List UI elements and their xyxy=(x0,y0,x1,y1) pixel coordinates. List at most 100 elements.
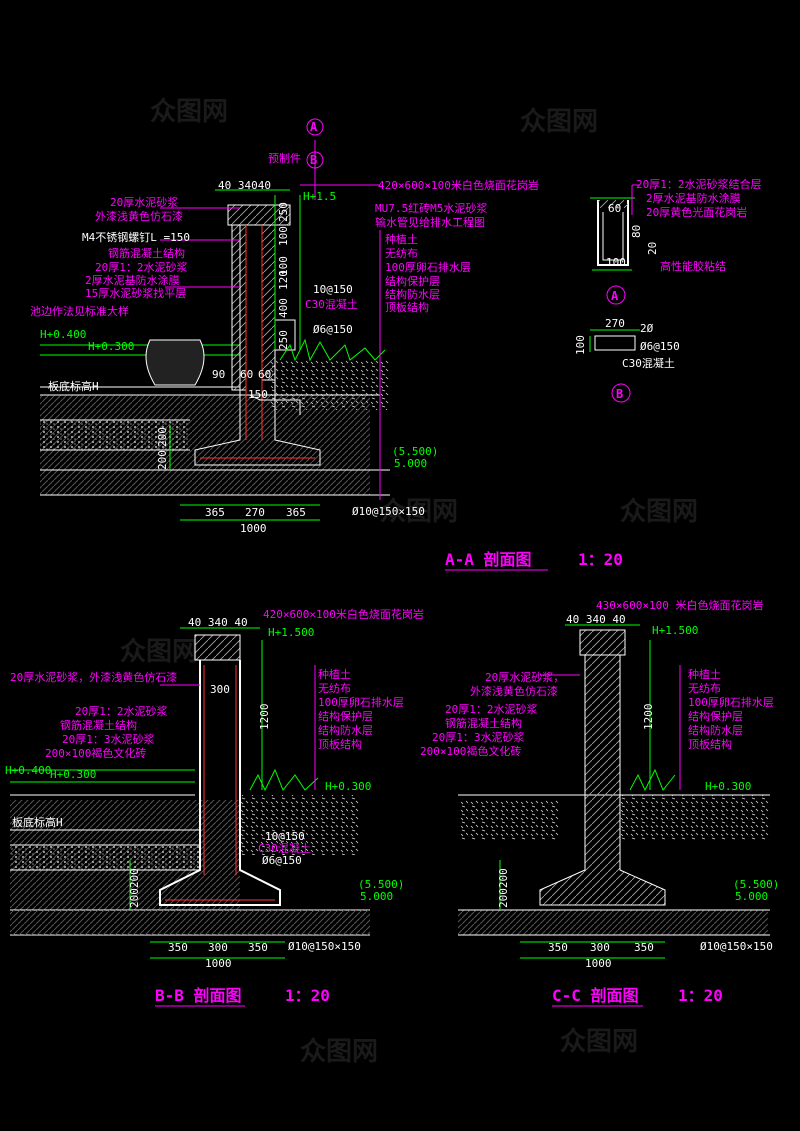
dim-90: 90 xyxy=(212,368,225,381)
bb-right-label: 无纺布 xyxy=(318,681,351,695)
dim-60a: 60 xyxy=(240,368,253,381)
bb-label: 20厚1：3水泥砂浆 xyxy=(62,732,155,746)
bb-level-1: (5.500) xyxy=(358,878,404,891)
callout-b-label: B xyxy=(310,153,317,167)
cc-level-1: (5.500) xyxy=(733,878,779,891)
cc-label: 20厚1：2水泥砂浆 xyxy=(445,702,538,716)
label-pebble: 100厚卵石排水层 xyxy=(385,260,471,274)
bb-right-label: 种植土 xyxy=(318,667,351,681)
dim-150: 150 xyxy=(248,388,268,401)
prefab-label: 预制件 xyxy=(268,152,301,165)
planter-pot xyxy=(145,339,205,386)
detail-a-tag: A xyxy=(611,289,619,303)
watermark-text: 众图网 xyxy=(560,1027,638,1057)
watermark-text: 众图网 xyxy=(120,637,198,667)
brick-label: MU7.5红砖M5水泥砂浆 xyxy=(375,201,487,215)
plants xyxy=(279,338,386,362)
bb-dim-1200: 1200 xyxy=(258,704,271,731)
bb-top-dims: 40 340 40 xyxy=(188,616,248,629)
label-waterproof: 2厚水泥基防水涂膜 xyxy=(85,273,180,287)
detail-a-label: 20厚1：2水泥砂浆结合层 xyxy=(636,177,762,191)
detail-a-dim: 100 xyxy=(606,256,626,269)
label-concrete: 钢筋混凝土结构 xyxy=(108,246,185,260)
callout-circle xyxy=(306,118,324,136)
vdim: 100 xyxy=(277,256,290,276)
bb-h1500: H+1.500 xyxy=(268,626,314,639)
detail-a-label: 2厚水泥基防水涂膜 xyxy=(646,191,741,205)
detail-b-rebar2: Ø6@150 xyxy=(640,340,680,353)
detail-a-dim: 20 xyxy=(646,242,659,255)
cc-bottom-dim: 300 xyxy=(590,941,610,954)
bb-total: 1000 xyxy=(205,957,232,970)
bb-concrete: C30混凝土 xyxy=(258,841,311,855)
label-screw: M4不锈钢螺钉L =150 xyxy=(82,231,190,244)
bb-rebar: 10@150 xyxy=(265,830,305,843)
bb-bottom-dim: 350 xyxy=(248,941,268,954)
pool-bottom-label: 板底标高H xyxy=(48,379,99,393)
total-dim: 1000 xyxy=(240,522,267,535)
detail-a-dim: 80 xyxy=(630,225,643,238)
bb-title: B-B 剖面图 xyxy=(155,986,242,1005)
level-h0400: H+0.400 xyxy=(40,328,86,341)
level-5500: (5.500) xyxy=(392,445,438,458)
vdim: 400 xyxy=(277,298,290,318)
label-fabric: 无纺布 xyxy=(385,246,418,260)
cc-top-dims: 40 340 40 xyxy=(566,613,626,626)
vdim-200: 200 xyxy=(156,427,169,447)
granite-label: 420×600×100米白色烧面花岗岩 xyxy=(378,178,539,192)
bb-h0400: H+0.400 xyxy=(5,764,51,777)
cc-rebar-bottom: Ø10@150×150 xyxy=(700,940,773,953)
cc-h0300: H+0.300 xyxy=(705,780,751,793)
rebar-bottom: Ø10@150×150 xyxy=(352,505,425,518)
label-mortar2: 20厚1：2水泥砂浆 xyxy=(95,260,188,274)
watermark-text: 众图网 xyxy=(620,497,698,527)
bb-label: 200×100褐色文化砖 xyxy=(45,746,146,760)
watermark-text: 众图网 xyxy=(520,107,598,137)
detail-a-dim: 60 xyxy=(608,202,621,215)
detail-b-rebar: 2Ø xyxy=(640,322,654,335)
bottom-dim: 365 xyxy=(205,506,225,519)
watermark-text: 众图网 xyxy=(300,1037,378,1067)
bb-right-label: 结构防水层 xyxy=(318,723,373,737)
cc-right-label: 结构保护层 xyxy=(688,709,743,723)
dim-60b: 60 xyxy=(258,368,271,381)
bb-label: 20厚1：2水泥砂浆 xyxy=(75,704,168,718)
watermark-text: 众图网 xyxy=(380,497,458,527)
planting-soil xyxy=(270,360,390,410)
label-mortar: 20厚水泥砂浆 xyxy=(110,195,178,209)
label-paint: 外漆浅黄色仿石漆 xyxy=(95,209,183,223)
gravel-layer xyxy=(40,420,190,450)
bb-rebar-bottom: Ø10@150×150 xyxy=(288,940,361,953)
detail-b-tag: B xyxy=(616,387,623,401)
detail-a-label: 高性能胶粘结 xyxy=(660,259,726,273)
cc-right-label: 顶板结构 xyxy=(688,737,732,751)
cc-title: C-C 剖面图 xyxy=(552,986,639,1005)
watermark-text: 众图网 xyxy=(150,97,228,127)
cc-scale: 1：20 xyxy=(678,986,723,1005)
bb-level-2: 5.000 xyxy=(360,890,393,903)
callout-a-label: A xyxy=(310,120,318,134)
vdim: 250 xyxy=(277,330,290,350)
detail-a-label: 20厚黄色光面花岗岩 xyxy=(646,205,747,219)
cc-right-label: 种植土 xyxy=(688,667,721,681)
cc-level-2: 5.000 xyxy=(735,890,768,903)
cc-label: 20厚1：3水泥砂浆 xyxy=(432,730,525,744)
cc-total: 1000 xyxy=(585,957,612,970)
level-h15: H+1.5 xyxy=(303,190,336,203)
bb-h0300a: H+0.300 xyxy=(50,768,96,781)
label-pooledge: 池边作法见标准大样 xyxy=(30,304,129,318)
bb-right-label: 100厚卵石排水层 xyxy=(318,695,404,709)
bb-bottom-dim: 300 xyxy=(208,941,228,954)
bb-dim-300: 300 xyxy=(210,683,230,696)
cc-label: 20厚水泥砂浆， xyxy=(485,670,564,684)
bb-bottom-dim: 350 xyxy=(168,941,188,954)
top-dims: 40 34040 xyxy=(218,179,271,192)
cc-bottom-dim: 350 xyxy=(634,941,654,954)
bb-label: 20厚水泥砂浆，外漆浅黄色仿石漆 xyxy=(10,670,177,684)
cc-label: 外漆浅黄色仿石漆 xyxy=(470,684,558,698)
label-membrane: 结构防水层 xyxy=(385,287,440,301)
rebar-label: 10@150 xyxy=(313,283,353,296)
watermark-layer: 众图网 众图网 众图网 众图网 众图网 众图网 众图网 xyxy=(120,97,698,1067)
detail-b: 270 2Ø Ø6@150 100 C30混凝土 B xyxy=(574,317,680,403)
